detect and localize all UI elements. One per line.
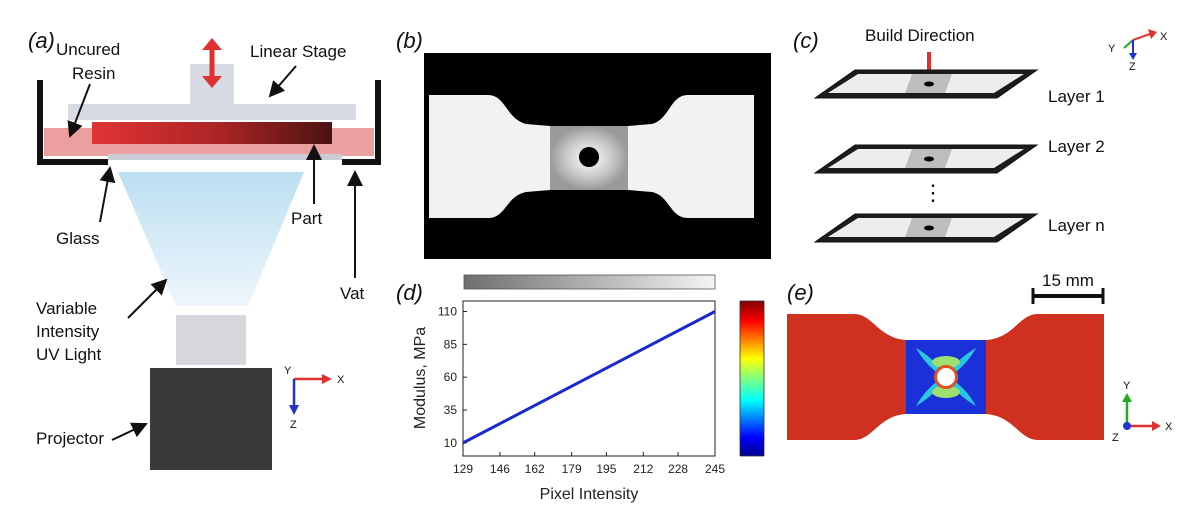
x-tick-label: 129 (453, 462, 473, 476)
pointer-projector (111, 422, 148, 441)
axis-y-label-c: Y (1108, 43, 1116, 55)
axis-z-label-e: Z (1112, 432, 1119, 444)
coord-axes-e: Y X Z (1112, 380, 1173, 444)
coord-axes-c: X Y Z (1108, 29, 1168, 73)
scale-bar (1031, 288, 1105, 304)
axis-y-label-a: Y (284, 365, 292, 377)
panel-b-label: (b) (396, 28, 423, 53)
center-hole (579, 147, 599, 167)
panel-a-label: (a) (28, 28, 55, 53)
scale-bar-label: 15 mm (1042, 271, 1094, 290)
projector-body (150, 368, 272, 470)
layer-2-label: Layer 2 (1048, 137, 1105, 156)
label-variable: Variable (36, 299, 97, 318)
layer-n (813, 213, 1039, 243)
layer-1-label: Layer 1 (1048, 87, 1105, 106)
y-tick-label: 85 (444, 337, 458, 351)
x-tick-label: 212 (633, 462, 653, 476)
uv-light-beam (118, 172, 304, 306)
pointer-linear-stage (268, 65, 297, 98)
x-tick-label: 245 (705, 462, 725, 476)
panel-e-label: (e) (787, 280, 814, 305)
label-linear-stage: Linear Stage (250, 42, 346, 61)
projector-lens (176, 315, 246, 365)
panel-e: (e) 15 mm Y X Z (787, 271, 1173, 444)
panel-d: (d) 129 146 162 179 195 212 228 245 10 35 60 85 110… (396, 274, 765, 503)
panel-b: (b) (396, 28, 771, 259)
x-tick-label: 146 (490, 462, 510, 476)
y-tick-label: 35 (444, 403, 458, 417)
x-tick-label: 179 (562, 462, 582, 476)
grayscale-colorbar (463, 274, 716, 290)
y-tick-label: 110 (438, 305, 457, 319)
jet-colorbar (739, 300, 765, 457)
stress-hotspot-lower (932, 386, 960, 398)
vat-wall-right (342, 80, 381, 165)
label-part: Part (291, 209, 322, 228)
x-tick-label: 195 (596, 462, 616, 476)
x-tick-label: 162 (525, 462, 545, 476)
printed-part (92, 122, 332, 144)
linear-stage (68, 64, 356, 120)
y-tick-label: 10 (444, 436, 458, 450)
label-projector: Projector (36, 429, 104, 448)
layer-2 (813, 144, 1039, 174)
y-tick-label: 60 (444, 370, 458, 384)
vat-wall-left (37, 80, 108, 165)
label-uncured: Uncured (56, 40, 120, 59)
axis-z-label-a: Z (290, 419, 297, 431)
x-axis-label: Pixel Intensity (540, 486, 639, 503)
specimen-hole (937, 368, 955, 386)
modulus-series-line (462, 310, 716, 445)
layer-1 (813, 69, 1039, 99)
pointer-glass (99, 166, 116, 223)
label-vat: Vat (340, 284, 365, 303)
panel-c: (c) Build Direction ⋮ Layer 1 Layer 2 La (793, 26, 1168, 243)
label-glass: Glass (56, 229, 99, 248)
build-direction-label: Build Direction (865, 26, 975, 45)
label-intensity: Intensity (36, 322, 100, 341)
stage-motion-arrow-icon (202, 38, 222, 88)
coord-axes-a: Y X Z (284, 365, 345, 431)
label-uv-light: UV Light (36, 345, 101, 364)
axis-y-label-e: Y (1123, 380, 1131, 392)
y-axis-label: Modulus, MPa (412, 327, 429, 429)
x-ticks: 129 146 162 179 195 212 228 245 (453, 452, 725, 476)
panel-c-label: (c) (793, 28, 819, 53)
layer-ellipsis: ⋮ (922, 180, 944, 205)
y-ticks: 10 35 60 85 110 (438, 305, 467, 450)
axis-x-label-c: X (1160, 31, 1168, 43)
pointer-resin (67, 83, 91, 138)
x-tick-label: 228 (668, 462, 688, 476)
axis-z-label-c: Z (1129, 61, 1136, 73)
glass-plate (108, 154, 342, 160)
axis-x-label-a: X (337, 374, 345, 386)
label-resin: Resin (72, 64, 115, 83)
stress-hotspot-upper (932, 356, 960, 368)
pointer-uv-light (127, 278, 168, 319)
layer-n-label: Layer n (1048, 216, 1105, 235)
panel-a: (a) Uncured Resin Linear Stage Glass Pa (28, 28, 381, 470)
axis-x-label-e: X (1165, 421, 1173, 433)
panel-d-label: (d) (396, 280, 423, 305)
